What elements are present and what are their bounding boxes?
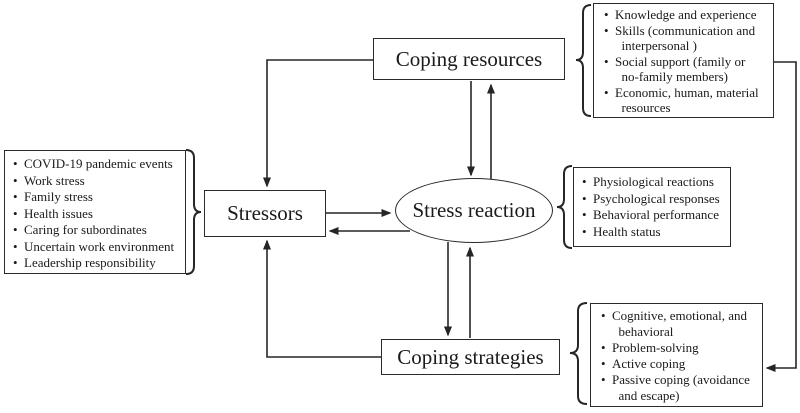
list-item: Physiological reactions: [580, 174, 730, 191]
coping-strategies-label: Coping strategies: [397, 344, 544, 369]
list-item: Uncertain work environment: [11, 239, 185, 256]
list-item: Knowledge and experience: [602, 7, 773, 23]
coping-resource-examples-brace: [575, 4, 592, 117]
coping-strategy-examples-brace: [569, 302, 588, 405]
list-item: Caring for subordinates: [11, 222, 185, 239]
stress-reaction-label: Stress reaction: [412, 198, 536, 222]
list-item: Health status: [580, 224, 730, 241]
stressors-label: Stressors: [227, 201, 303, 225]
arrow-coping-resources-to-strategy-examples: [765, 61, 797, 372]
stressors-node: Stressors: [204, 190, 326, 237]
list-item: Family stress: [11, 189, 185, 206]
stressor-examples-brace: [185, 149, 202, 275]
arrow-coping-strategies-to-stressors: [263, 239, 381, 358]
list-item: Skills (communication and interpersonal …: [602, 23, 773, 54]
list-item: Leadership responsibility: [11, 255, 185, 272]
list-item: Social support (family or no-family memb…: [602, 54, 773, 85]
list-item: Work stress: [11, 173, 185, 190]
list-item: Cognitive, emotional, and behavioral: [599, 308, 762, 340]
list-item: Health issues: [11, 206, 185, 223]
arrow-coping-resources-to-stressors: [263, 59, 373, 188]
list-item: Passive coping (avoidance and escape): [599, 372, 762, 404]
list-item: COVID-19 pandemic events: [11, 156, 185, 173]
list-item: Behavioral performance: [580, 207, 730, 224]
list-item: Economic, human, material resources: [602, 85, 773, 116]
list-item: Active coping: [599, 356, 762, 372]
stress-reaction-examples-brace: [556, 165, 573, 249]
stressor-examples-list: COVID-19 pandemic events Work stress Fam…: [4, 150, 186, 274]
coping-strategies-node: Coping strategies: [381, 339, 560, 375]
list-item: Problem-solving: [599, 340, 762, 356]
stress-reaction-examples-list: Physiological reactions Psychological re…: [573, 167, 731, 247]
coping-strategy-examples-list: Cognitive, emotional, and behavioral Pro…: [590, 303, 763, 407]
coping-resources-node: Coping resources: [373, 38, 565, 80]
coping-resource-examples-list: Knowledge and experience Skills (communi…: [593, 3, 774, 118]
coping-resources-label: Coping resources: [395, 46, 543, 71]
stress-reaction-node: Stress reaction: [395, 178, 553, 243]
list-item: Psychological responses: [580, 191, 730, 208]
